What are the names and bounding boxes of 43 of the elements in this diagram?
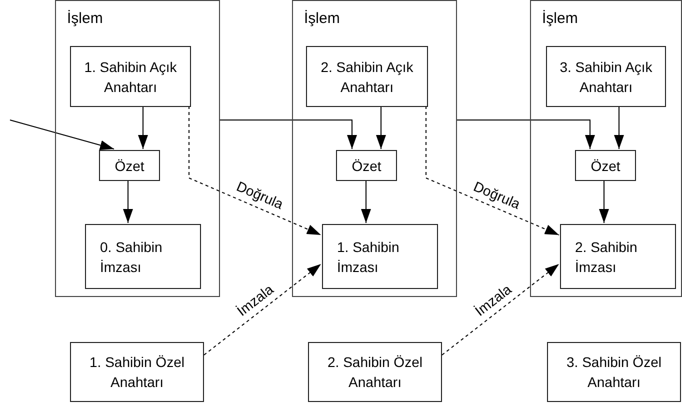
- box-label: 3. Sahibin Açık Anahtarı: [558, 58, 654, 96]
- transaction-frame: [530, 0, 682, 297]
- box-label: 0. Sahibin İmzası: [100, 238, 164, 276]
- arrow: [138, 106, 148, 150]
- arrow: [599, 180, 609, 224]
- box-label: Özet: [352, 156, 382, 176]
- key-box: [546, 46, 666, 107]
- signature-box: [560, 224, 676, 289]
- dashed-arrow: [442, 264, 560, 356]
- arrow: [376, 106, 386, 150]
- arrow: [614, 106, 624, 150]
- arrow: [10, 120, 114, 150]
- hash-box: [99, 150, 160, 181]
- arrow: [220, 120, 357, 150]
- box-label: 1. Sahibin Açık Anahtarı: [83, 58, 178, 96]
- key-box: [308, 342, 442, 402]
- key-box: [70, 342, 204, 402]
- arrow: [456, 120, 595, 150]
- hash-box: [575, 150, 636, 181]
- dashed-arrow: [426, 106, 560, 236]
- box-label: 2. Sahibin İmzası: [575, 238, 638, 276]
- key-box: [547, 342, 681, 402]
- transaction-heading: İşlem: [67, 10, 103, 27]
- transaction-frame: [292, 0, 457, 297]
- key-box: [306, 46, 428, 107]
- box-label: Özet: [114, 156, 144, 176]
- box-label: 2. Sahibin Açık Anahtarı: [320, 58, 414, 96]
- dashed-arrow: [188, 106, 322, 236]
- arrow: [123, 180, 133, 224]
- arrow: [361, 180, 371, 224]
- box-label: 1. Sahibin İmzası: [337, 238, 400, 276]
- hash-box: [336, 150, 397, 181]
- box-label: 1. Sahibin Özel Anahtarı: [88, 353, 186, 392]
- transaction-frame: [55, 0, 220, 297]
- key-box: [70, 46, 191, 107]
- box-label: Özet: [590, 156, 620, 176]
- transaction-heading: İşlem: [542, 10, 578, 27]
- transaction-heading: İşlem: [304, 10, 340, 27]
- box-label: 3. Sahibin Özel Anahtarı: [566, 353, 662, 392]
- signature-box: [85, 224, 201, 289]
- box-label: 2. Sahibin Özel Anahtarı: [326, 353, 424, 392]
- signature-box: [322, 224, 438, 289]
- dashed-arrow: [204, 264, 322, 356]
